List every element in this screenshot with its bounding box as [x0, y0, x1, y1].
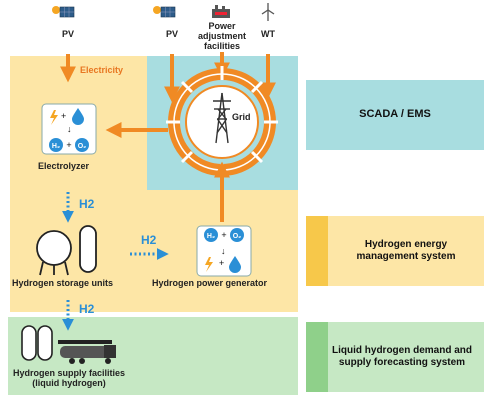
generator-box: H₂ + O₂ ↓ +: [196, 225, 252, 277]
hems-label-line2: management system: [356, 251, 456, 262]
electrolyzer-box: + ↓ H₂ + O₂: [41, 103, 97, 155]
supply-label-line2: (liquid hydrogen): [32, 377, 106, 388]
svg-text:↓: ↓: [67, 124, 72, 134]
supply-label: Hydrogen supply facilities (liquid hydro…: [4, 368, 134, 389]
forecast-accent-bar: [306, 322, 328, 392]
hems-text: Hydrogen energy management system: [357, 239, 456, 264]
h2-label-b: H2: [141, 233, 157, 247]
svg-text:O₂: O₂: [233, 233, 242, 240]
solar-panel-icon: [153, 6, 176, 18]
scada-label: SCADA / EMS: [359, 108, 431, 121]
solar-panel-icon: [52, 6, 75, 18]
svg-text:H₂: H₂: [207, 233, 215, 240]
storage-label: Hydrogen storage units: [12, 278, 114, 288]
hems-accent-bar: [306, 216, 328, 286]
scada-panel: SCADA / EMS: [306, 80, 484, 150]
pv2-label: PV: [165, 29, 178, 39]
svg-text:O₂: O₂: [78, 143, 87, 150]
wt-label: WT: [261, 29, 275, 39]
hems-label-line1: Hydrogen energy: [364, 238, 448, 250]
svg-text:+: +: [66, 140, 71, 150]
power-facility-icon: [212, 5, 230, 18]
green-zone: [8, 317, 298, 395]
forecast-label-line2: supply forecasting system: [338, 357, 466, 368]
grid-label: Grid: [232, 112, 251, 122]
forecast-text: Liquid hydrogen demand and supply foreca…: [332, 345, 472, 370]
electricity-label: Electricity: [80, 65, 124, 75]
supply-facilities-icon: [21, 325, 116, 364]
forecast-panel: Liquid hydrogen demand and supply foreca…: [306, 322, 484, 392]
power-adjust-label: Power adjustment facilities: [197, 21, 246, 51]
storage-tanks-icon: [36, 225, 97, 276]
electrolyzer-label: Electrolyzer: [38, 161, 90, 171]
supply-label-line1: Hydrogen supply facilities: [12, 368, 126, 378]
svg-text:+: +: [219, 258, 224, 268]
pv1-label: PV: [61, 29, 74, 39]
transmission-tower-icon: [213, 92, 231, 144]
h2-label-c: H2: [79, 302, 95, 316]
forecast-label-line1: Liquid hydrogen demand and: [332, 344, 472, 356]
wind-turbine-icon: [261, 3, 275, 21]
svg-text:+: +: [221, 230, 226, 240]
generator-label: Hydrogen power generator: [152, 278, 268, 288]
hems-panel: Hydrogen energy management system: [306, 216, 484, 286]
svg-text:+: +: [61, 111, 66, 121]
svg-text:H₂: H₂: [52, 143, 60, 150]
svg-text:↓: ↓: [221, 246, 226, 256]
h2-label-a: H2: [79, 197, 95, 211]
